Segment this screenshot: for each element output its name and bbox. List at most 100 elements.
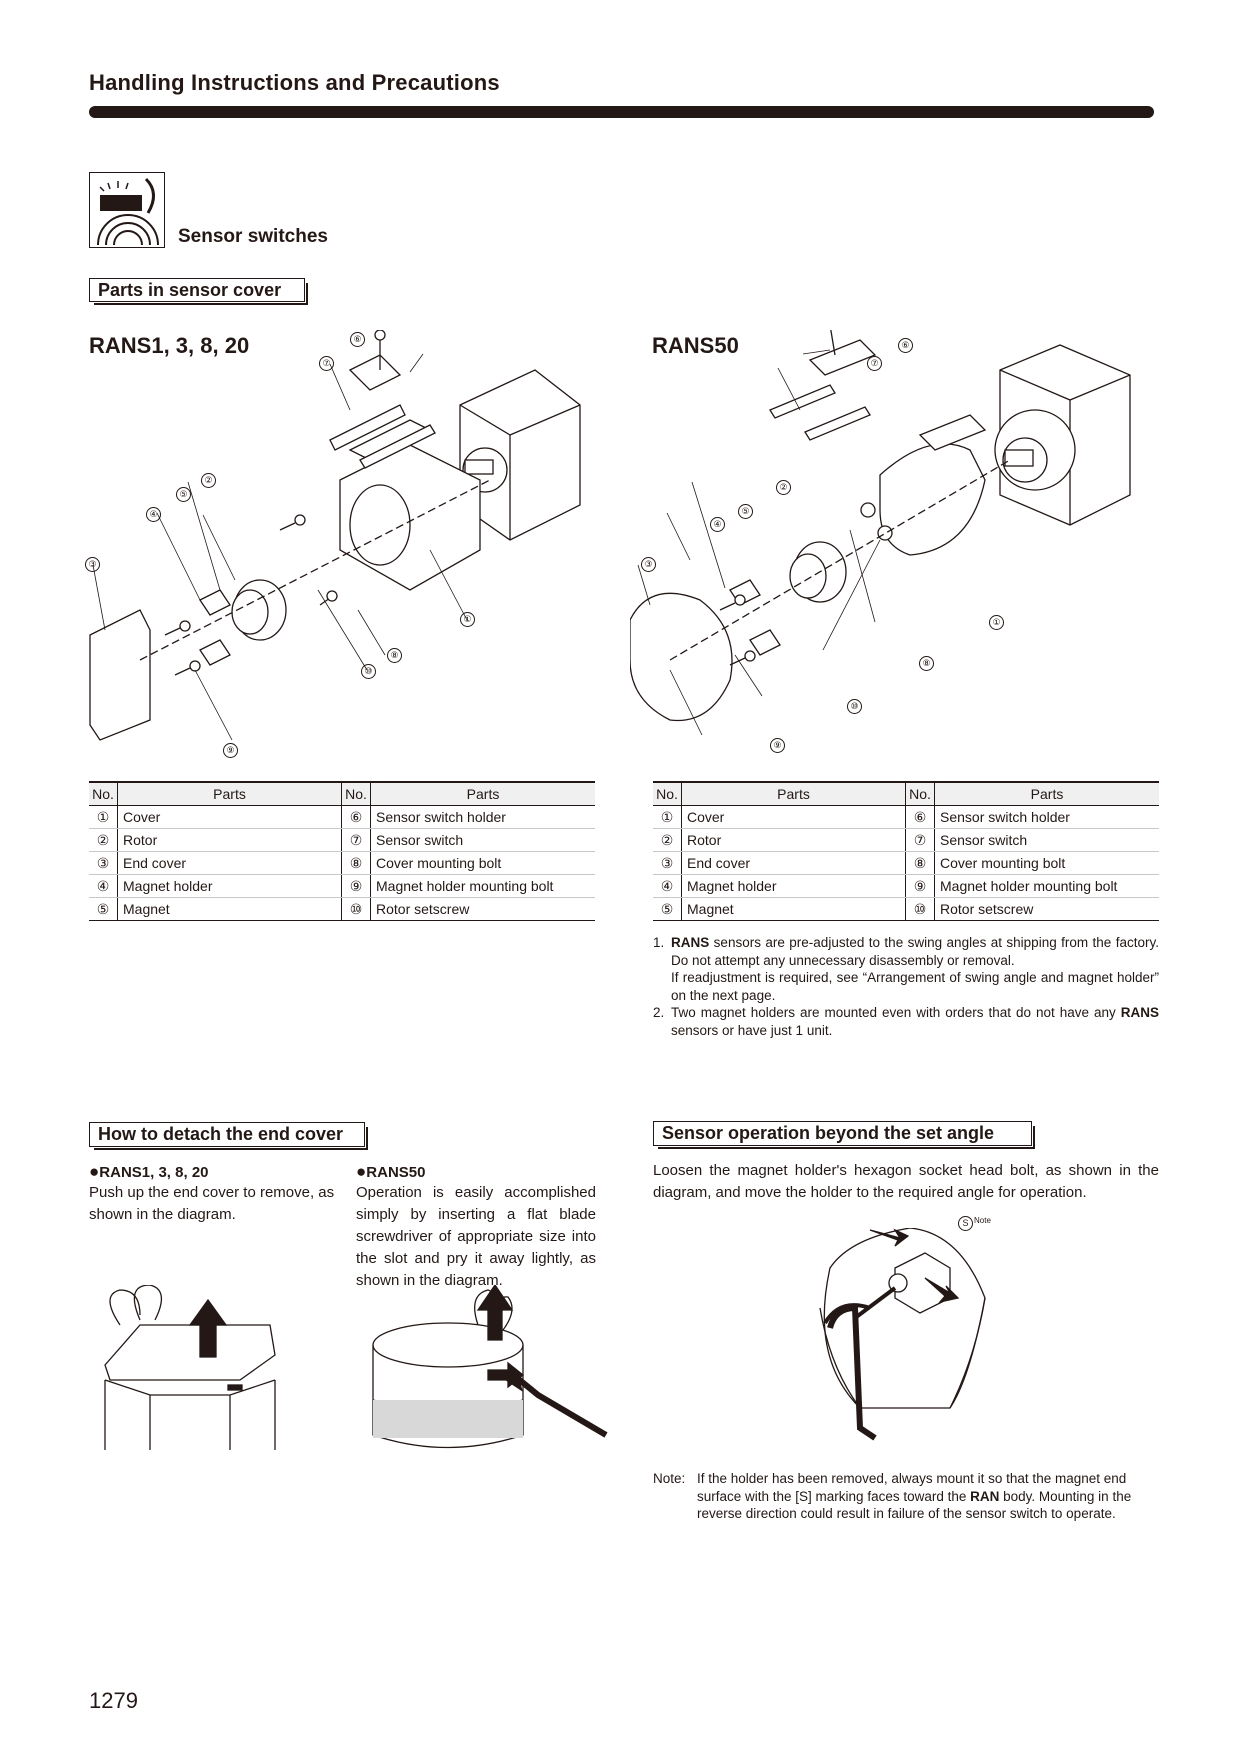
model-label-rans1-20: RANS1, 3, 8, 20 <box>89 333 250 358</box>
row-part: Magnet holder mounting bolt <box>370 874 595 898</box>
row-no: ⑥ <box>341 805 371 829</box>
row-no: ⑧ <box>905 851 935 875</box>
table-row: ③ End cover ⑧ Cover mounting bolt <box>89 851 595 875</box>
s-mark-callout: S <box>958 1216 973 1231</box>
row-part: Rotor setscrew <box>370 897 595 921</box>
row-part: End cover <box>681 851 906 875</box>
parts-in-cover-header: Parts in sensor cover <box>89 278 308 305</box>
row-no: ④ <box>653 874 682 898</box>
detach-right-title: ●RANS50 <box>356 1162 425 1182</box>
s-mark-note: Note <box>974 1216 991 1225</box>
callout-9: ⑨ <box>223 743 238 758</box>
col-no-2: No. <box>341 781 371 806</box>
note-number: 2. <box>653 1005 665 1020</box>
row-no: ⑨ <box>341 874 371 898</box>
note-text: sensors are pre-adjusted to the swing an… <box>671 935 1159 968</box>
callout-2-rans50: ② <box>776 480 791 495</box>
note-label: Note: <box>653 1471 686 1486</box>
detach-right-title-text: RANS50 <box>366 1164 426 1181</box>
row-no: ⑦ <box>905 828 935 852</box>
row-part: End cover <box>117 851 342 875</box>
parts-table-rans1-20: No. Parts No. Parts ① Cover ⑥ Sensor swi… <box>89 781 595 921</box>
row-part: Rotor <box>117 828 342 852</box>
detach-left-text: Push up the end cover to remove, as show… <box>89 1184 335 1223</box>
callout-1-rans50: ① <box>989 615 1004 630</box>
table-row: ② Rotor ⑦ Sensor switch <box>89 828 595 852</box>
row-no: ⑧ <box>341 851 371 875</box>
detach-illustration-rans1-20 <box>104 1285 276 1450</box>
col-no: No. <box>89 781 118 806</box>
row-no: ⑦ <box>341 828 371 852</box>
row-no: ⑥ <box>905 805 935 829</box>
row-part: Sensor switch <box>934 828 1159 852</box>
row-part: Magnet holder <box>681 874 906 898</box>
row-part: Sensor switch <box>370 828 595 852</box>
row-part: Sensor switch holder <box>370 805 595 829</box>
col-parts-2: Parts <box>370 781 595 806</box>
row-part: Cover mounting bolt <box>934 851 1159 875</box>
callout-3: ③ <box>85 557 100 572</box>
note-text: Two magnet holders are mounted even with… <box>671 1005 1121 1020</box>
callout-6: ⑥ <box>350 332 365 347</box>
callout-4: ④ <box>146 507 161 522</box>
row-part: Cover <box>117 805 342 829</box>
callout-2: ② <box>201 473 216 488</box>
row-part: Sensor switch holder <box>934 805 1159 829</box>
note-number: 1. <box>653 935 665 950</box>
row-part: Cover <box>681 805 906 829</box>
row-no: ⑤ <box>653 897 682 921</box>
col-no: No. <box>653 781 682 806</box>
exploded-view-rans50 <box>630 330 1131 736</box>
note-text: sensors or have just 1 unit. <box>671 1022 833 1038</box>
row-no: ② <box>89 828 118 852</box>
detach-left-title: ●RANS1, 3, 8, 20 <box>89 1162 209 1182</box>
callout-5-rans50: ⑤ <box>738 504 753 519</box>
note-bold: RANS <box>671 935 710 950</box>
section-title: Sensor switches <box>178 226 328 247</box>
table-row: ② Rotor ⑦ Sensor switch <box>653 828 1159 852</box>
operation-illustration <box>819 1228 986 1441</box>
callout-8: ⑧ <box>387 648 402 663</box>
detach-right-text: Operation is easily accomplished simply … <box>356 1184 596 1289</box>
table-row: ① Cover ⑥ Sensor switch holder <box>653 805 1159 829</box>
page-title: Handling Instructions and Precautions <box>89 70 500 95</box>
page-number: 1279 <box>89 1688 138 1713</box>
table-row: ④ Magnet holder ⑨ Magnet holder mounting… <box>653 874 1159 898</box>
callout-9-rans50: ⑨ <box>770 738 785 753</box>
detach-header: How to detach the end cover <box>89 1122 368 1150</box>
row-part: Magnet <box>681 897 906 921</box>
row-part: Cover mounting bolt <box>370 851 595 875</box>
col-no-2: No. <box>905 781 935 806</box>
row-no: ② <box>653 828 682 852</box>
note-text: If the holder has been removed, always m… <box>697 1471 1127 1504</box>
table-row: ⑤ Magnet ⑩ Rotor setscrew <box>653 897 1159 921</box>
callout-10: ⑩ <box>361 664 376 679</box>
detach-left-title-text: RANS1, 3, 8, 20 <box>99 1164 209 1181</box>
row-no: ① <box>89 805 118 829</box>
row-no: ④ <box>89 874 118 898</box>
note-bold: RANS <box>1120 1005 1159 1020</box>
table-row: ⑤ Magnet ⑩ Rotor setscrew <box>89 897 595 921</box>
note-bold: RAN <box>970 1488 1000 1504</box>
sensor-notes: 1. RANS sensors are pre-adjusted to the … <box>653 934 1159 1039</box>
callout-6-rans50: ⑥ <box>898 338 913 353</box>
col-parts: Parts <box>681 781 906 806</box>
table-row: ① Cover ⑥ Sensor switch holder <box>89 805 595 829</box>
sensor-switch-icon <box>89 172 165 248</box>
row-no: ③ <box>653 851 682 875</box>
row-no: ⑩ <box>905 897 935 921</box>
callout-10-rans50: ⑩ <box>847 699 862 714</box>
callout-8-rans50: ⑧ <box>919 656 934 671</box>
parts-table-rans50: No. Parts No. Parts ① Cover ⑥ Sensor swi… <box>653 781 1159 921</box>
detach-illustration-rans50 <box>372 1285 608 1449</box>
col-parts-2: Parts <box>934 781 1159 806</box>
exploded-view-rans1-20 <box>89 330 581 741</box>
row-part: Magnet holder <box>117 874 342 898</box>
note-text: body. Mounting in the reverse direction … <box>697 1488 1132 1522</box>
bullet-icon: ● <box>89 1162 100 1181</box>
note-2: 2. Two magnet holders are mounted even w… <box>653 1004 1159 1039</box>
row-no: ⑩ <box>341 897 371 921</box>
row-no: ⑤ <box>89 897 118 921</box>
callout-5: ⑤ <box>176 487 191 502</box>
row-part: Magnet holder mounting bolt <box>934 874 1159 898</box>
